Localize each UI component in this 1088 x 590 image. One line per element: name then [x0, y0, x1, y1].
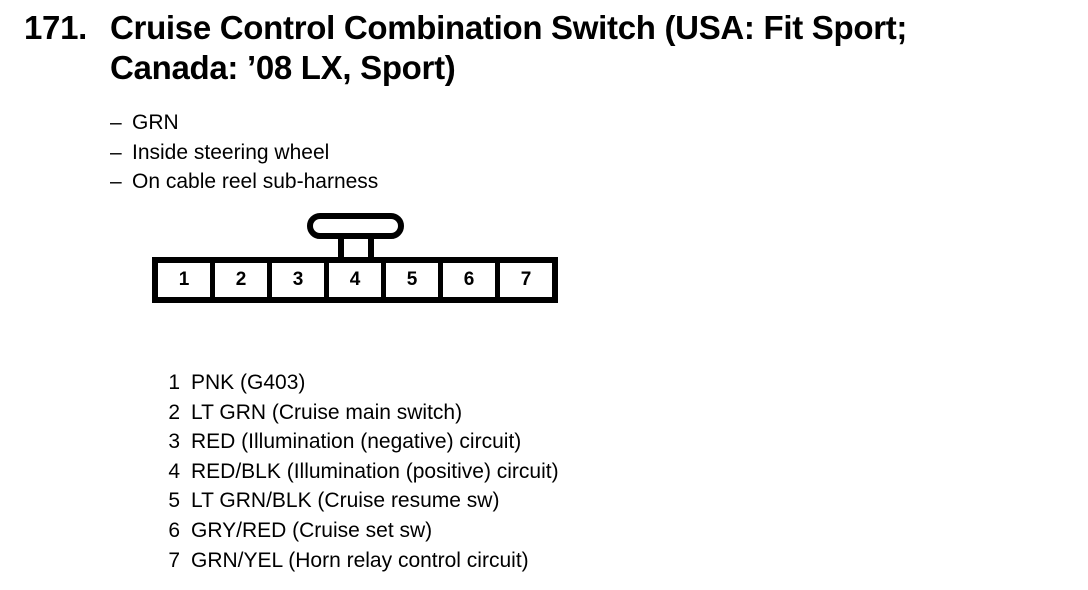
legend-pin-number: 6: [168, 518, 180, 542]
note-label: Inside steering wheel: [132, 140, 330, 164]
legend-row: 7 GRN/YEL (Horn relay control circuit): [160, 546, 559, 576]
dash-icon: –: [110, 140, 122, 164]
title-item-number: 171.: [24, 9, 88, 46]
legend-pin-description: LT GRN/BLK (Cruise resume sw): [191, 489, 500, 513]
note-item: –Inside steering wheel: [110, 138, 378, 168]
legend-pin-description: GRN/YEL (Horn relay control circuit): [191, 548, 529, 572]
connector-pin-cell: 3: [272, 263, 329, 297]
legend-row: 5 LT GRN/BLK (Cruise resume sw): [160, 486, 559, 516]
legend-pin-number: 2: [168, 400, 180, 424]
legend-pin-description: RED (Illumination (negative) circuit): [191, 430, 522, 454]
connector-body: 1 2 3 4 5 6 7: [152, 257, 558, 303]
dash-icon: –: [110, 170, 122, 193]
legend-pin-number: 3: [168, 430, 180, 454]
dash-icon: –: [110, 111, 122, 134]
legend-row: 2 LT GRN (Cruise main switch): [160, 398, 559, 428]
title-text-line-1: Cruise Control Combination Switch (USA: …: [110, 9, 908, 46]
connector-diagram: 1 2 3 4 5 6 7: [152, 213, 562, 308]
connector-pin-cell: 2: [215, 263, 272, 297]
note-label: GRN: [132, 111, 179, 134]
legend-row: 4 RED/BLK (Illumination (positive) circu…: [160, 457, 559, 487]
legend-pin-number: 7: [168, 548, 180, 572]
title-text-line-2: Canada: ’08 LX, Sport): [110, 49, 456, 86]
title-line-1: 171. Cruise Control Combination Switch (…: [24, 8, 1088, 48]
notes-list: –GRN –Inside steering wheel –On cable re…: [110, 108, 378, 197]
page-title: 171. Cruise Control Combination Switch (…: [24, 8, 1088, 88]
legend-pin-description: LT GRN (Cruise main switch): [191, 400, 463, 424]
connector-pin-cell: 1: [158, 263, 215, 297]
note-item: –GRN: [110, 108, 378, 138]
legend-pin-number: 1: [168, 371, 180, 394]
legend-row: 3 RED (Illumination (negative) circuit): [160, 427, 559, 457]
connector-pin-cell: 5: [386, 263, 443, 297]
note-label: On cable reel sub-harness: [132, 170, 379, 193]
connector-pin-cell: 6: [443, 263, 500, 297]
note-item: –On cable reel sub-harness: [110, 167, 378, 197]
legend-row: 6 GRY/RED (Cruise set sw): [160, 516, 559, 546]
pin-legend-list: 1 PNK (G403) 2 LT GRN (Cruise main switc…: [160, 368, 559, 576]
legend-pin-description: GRY/RED (Cruise set sw): [191, 518, 433, 542]
connector-pin-cell: 7: [500, 263, 552, 297]
legend-pin-number: 4: [168, 459, 180, 483]
legend-pin-description: PNK (G403): [191, 371, 306, 394]
connector-pin-cell: 4: [329, 263, 386, 297]
connector-locking-tab-icon: [307, 213, 404, 239]
legend-pin-number: 5: [168, 489, 180, 513]
legend-row: 1 PNK (G403): [160, 368, 559, 398]
legend-pin-description: RED/BLK (Illumination (positive) circuit…: [191, 459, 559, 483]
